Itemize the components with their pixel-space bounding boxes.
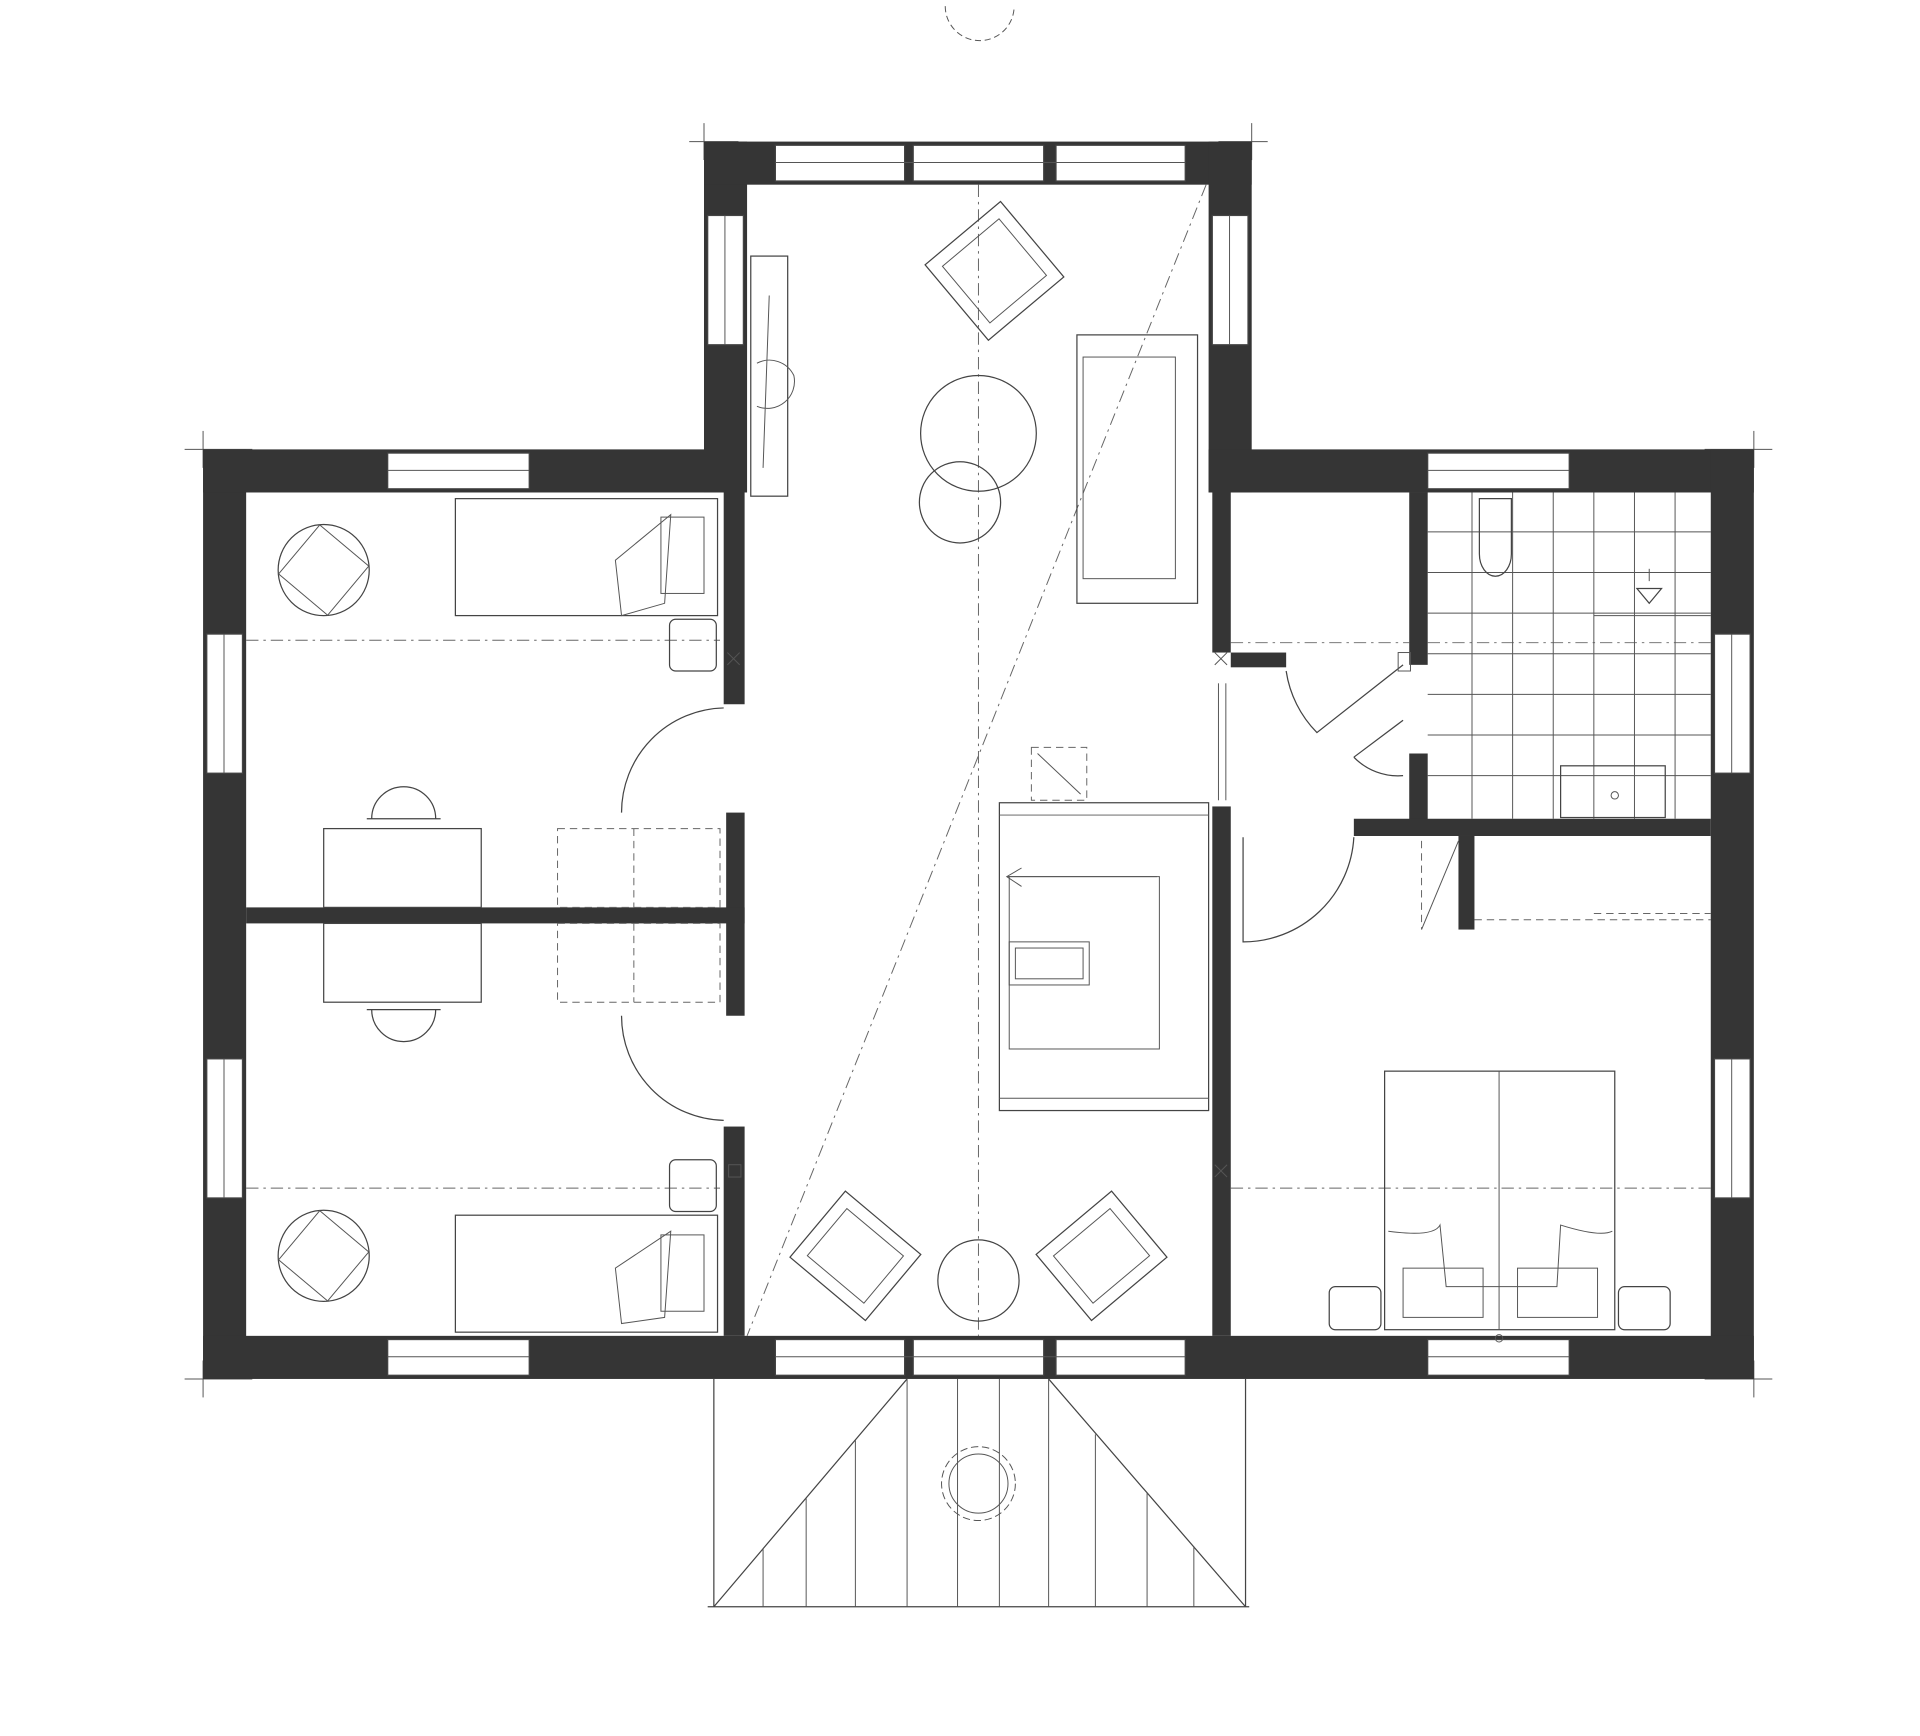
floor-tiles <box>1427 492 1711 819</box>
bookshelf-icon <box>750 255 795 497</box>
door-swing <box>620 1015 724 1122</box>
desk-icon <box>323 786 482 909</box>
lamp-icon <box>941 1446 1016 1522</box>
door-swing <box>1242 837 1355 943</box>
toilet-icon <box>1478 498 1512 577</box>
bed-icon <box>454 1214 719 1333</box>
switch-icon <box>727 652 741 666</box>
bedroom-top-left <box>277 498 741 909</box>
center-lines <box>246 184 1711 1337</box>
door-swing <box>1285 664 1404 734</box>
armchair-icon <box>924 200 1065 342</box>
bed-icon <box>454 498 719 617</box>
shower-icon <box>1593 568 1711 617</box>
round-table-icon <box>277 523 370 617</box>
nightstand-icon <box>1328 1285 1382 1331</box>
switch-icon <box>1214 652 1228 1178</box>
armchair-icon <box>789 1190 922 1322</box>
wardrobe-icon <box>557 922 721 1003</box>
stool-icon <box>918 461 1002 544</box>
closet <box>1421 840 1711 930</box>
double-bed-icon <box>1384 1070 1616 1343</box>
round-table-icon <box>937 1239 1020 1322</box>
bathroom <box>1427 492 1711 819</box>
windows <box>206 144 1751 1376</box>
nightstand-icon <box>668 1159 717 1213</box>
fireplace-icon <box>1030 746 1088 801</box>
wardrobe-icon <box>557 828 721 908</box>
entrance-porch <box>707 1378 1250 1608</box>
north-marker <box>944 6 1015 42</box>
interior-walls <box>246 492 1711 1336</box>
sink-icon <box>1560 765 1666 819</box>
entry-corridor <box>1242 652 1411 943</box>
master-bedroom <box>1328 1070 1671 1343</box>
round-table-icon <box>920 374 1037 492</box>
desk-icon <box>323 922 482 1043</box>
sofa-icon <box>1076 334 1199 604</box>
door-swing <box>620 707 724 813</box>
stair-icon <box>998 802 1210 1112</box>
door-swing <box>1353 756 1404 777</box>
bedroom-bottom-left <box>277 922 742 1333</box>
living-hall <box>750 200 1228 1322</box>
round-table-icon <box>277 1209 370 1302</box>
armchair-icon <box>1035 1190 1168 1322</box>
nightstand-icon <box>1617 1285 1671 1331</box>
switch-icon <box>728 1164 742 1178</box>
nightstand-icon <box>668 618 717 672</box>
